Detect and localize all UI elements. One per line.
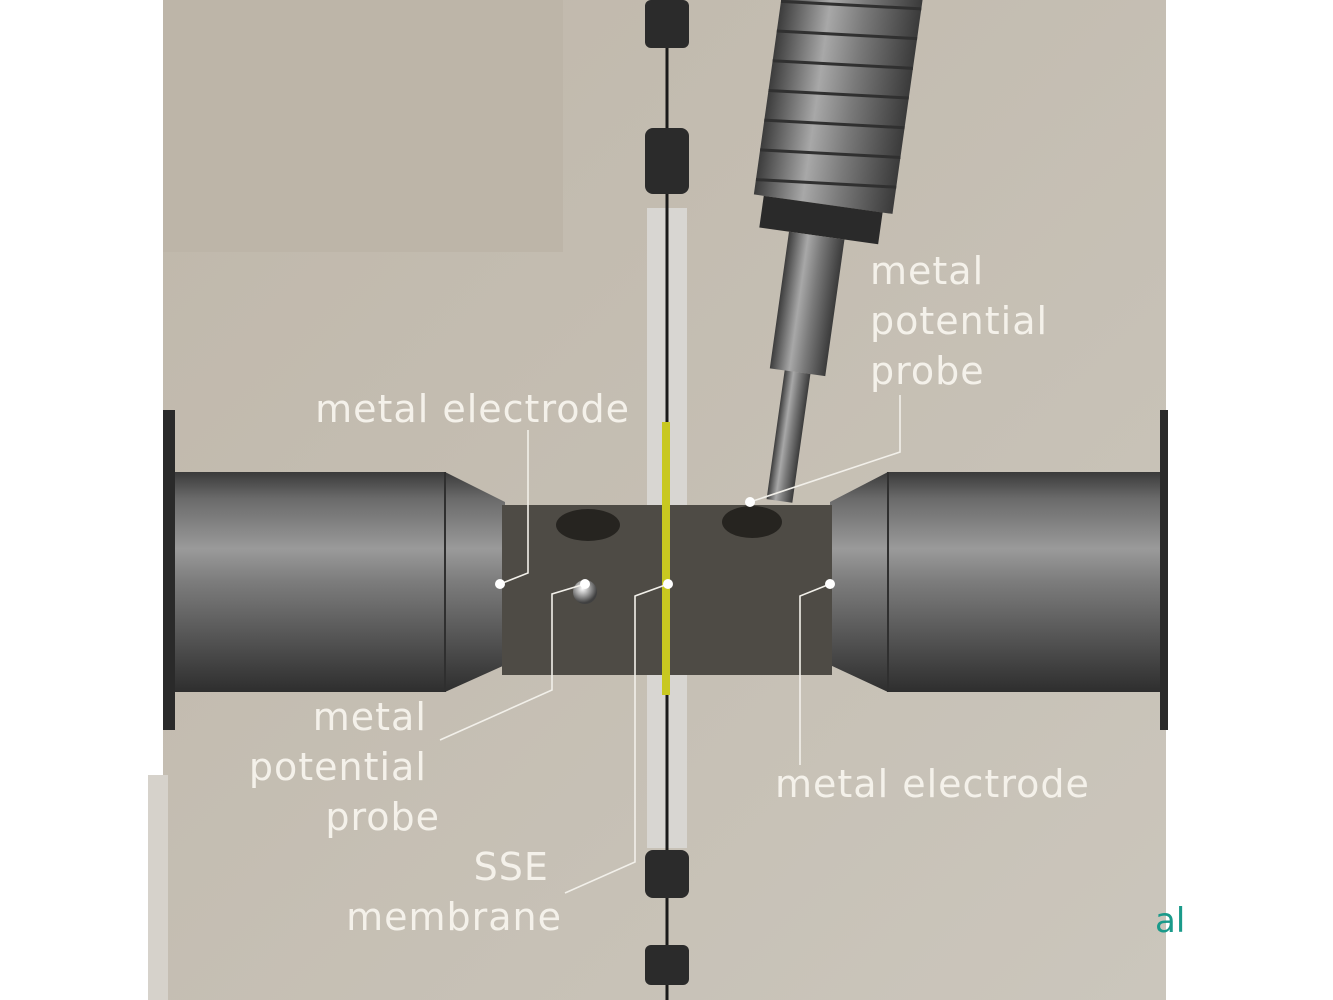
housing-left-edge xyxy=(148,775,168,1000)
edge-text-fragment: al xyxy=(1155,901,1185,941)
probe-hole-right xyxy=(722,506,782,538)
leader-electrode-left xyxy=(499,430,529,585)
leader-electrode-right xyxy=(799,583,831,765)
threaded-probe xyxy=(753,0,924,503)
left-electrode-rod xyxy=(175,472,505,692)
probe-hole-left xyxy=(556,509,620,541)
left-boss xyxy=(163,410,175,730)
right-boss xyxy=(1160,410,1168,730)
seal-4 xyxy=(645,945,689,985)
label-probe-bottom: metal potential probe xyxy=(249,695,440,839)
label-electrode-right: metal electrode xyxy=(775,762,1090,806)
sse-membrane xyxy=(662,422,670,695)
label-membrane: SSE membrane xyxy=(346,845,562,939)
leader-membrane xyxy=(564,583,669,894)
seal-2 xyxy=(645,128,689,194)
seal-3 xyxy=(645,850,689,898)
leader-probe-top xyxy=(749,395,901,503)
right-electrode-rod xyxy=(830,472,1160,692)
leader-probe-bottom xyxy=(439,583,586,741)
thread-ridges xyxy=(755,0,922,189)
label-probe-top: metal potential probe xyxy=(870,249,1061,393)
seal-1 xyxy=(645,0,689,48)
label-electrode-left: metal electrode xyxy=(315,387,630,431)
housing-upper-block xyxy=(163,0,563,252)
